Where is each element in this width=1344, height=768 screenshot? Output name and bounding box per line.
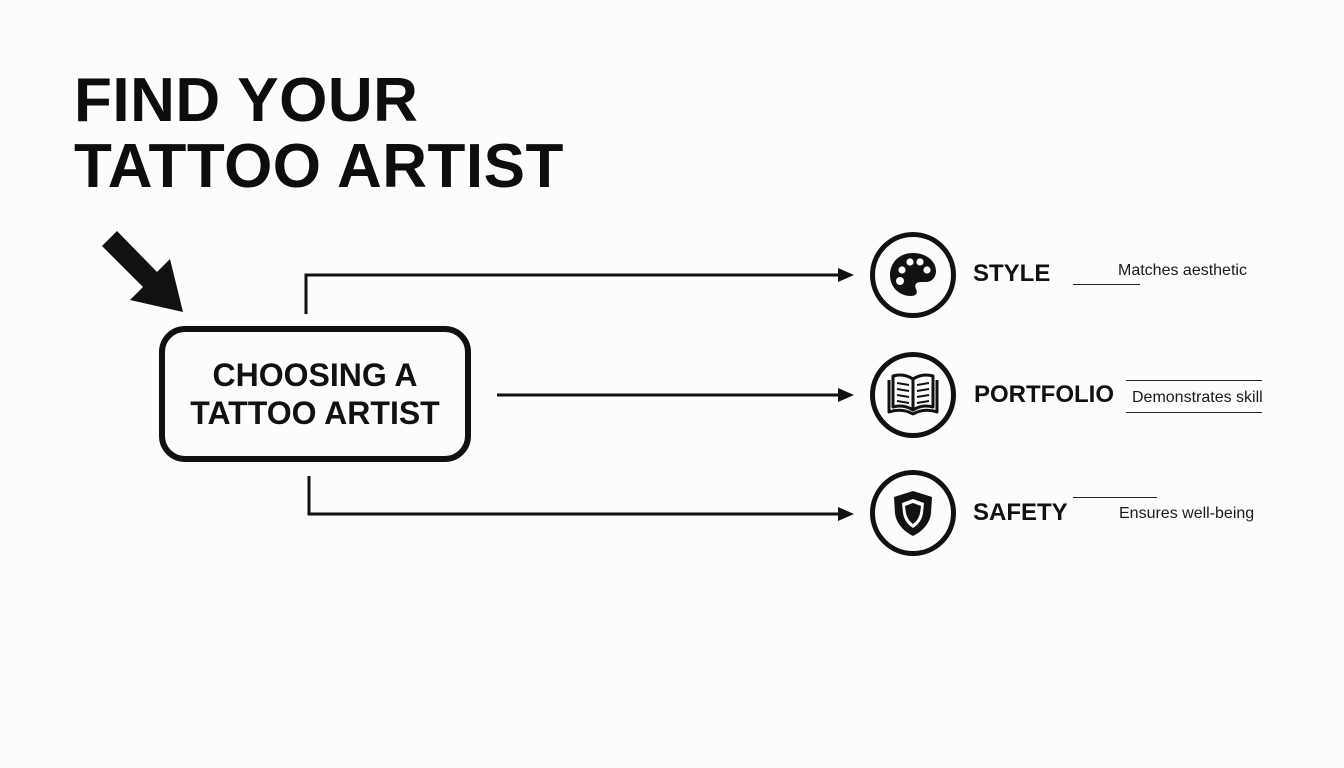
portfolio-top-rule	[1126, 380, 1262, 381]
connector-style	[304, 273, 838, 314]
portfolio-icon-circle	[870, 352, 956, 438]
option-label-safety: SAFETY	[973, 499, 1068, 526]
connector-safety	[307, 476, 838, 516]
palette-icon	[890, 253, 936, 296]
portfolio-bottom-rule	[1126, 412, 1262, 413]
option-label-style: STYLE	[973, 260, 1051, 287]
central-node: CHOOSING A TATTOO ARTIST	[159, 326, 471, 462]
shield-icon	[894, 491, 932, 536]
option-desc-portfolio: Demonstrates skill	[1132, 389, 1263, 406]
safety-top-rule	[1073, 497, 1157, 498]
option-label-portfolio: PORTFOLIO	[974, 381, 1114, 408]
safety-icon-circle	[870, 470, 956, 556]
style-icon-circle	[870, 232, 956, 318]
connector-safety-arrowhead	[838, 507, 854, 521]
connector-style-arrowhead	[838, 268, 854, 282]
title-line-2: TATTOO ARTIST	[74, 132, 564, 201]
title-line-1: FIND YOUR	[74, 66, 419, 135]
option-desc-safety: Ensures well-being	[1119, 505, 1255, 522]
option-desc-style: Matches aesthetic	[1118, 262, 1247, 279]
pointer-arrow-icon	[102, 231, 183, 312]
connector-portfolio-arrowhead	[838, 388, 854, 402]
style-underline	[1073, 284, 1140, 285]
central-node-line-1: CHOOSING A	[212, 357, 418, 393]
page-title: FIND YOUR TATTOO ARTIST	[74, 68, 594, 200]
central-node-line-2: TATTOO ARTIST	[190, 395, 440, 431]
book-icon	[887, 373, 939, 416]
